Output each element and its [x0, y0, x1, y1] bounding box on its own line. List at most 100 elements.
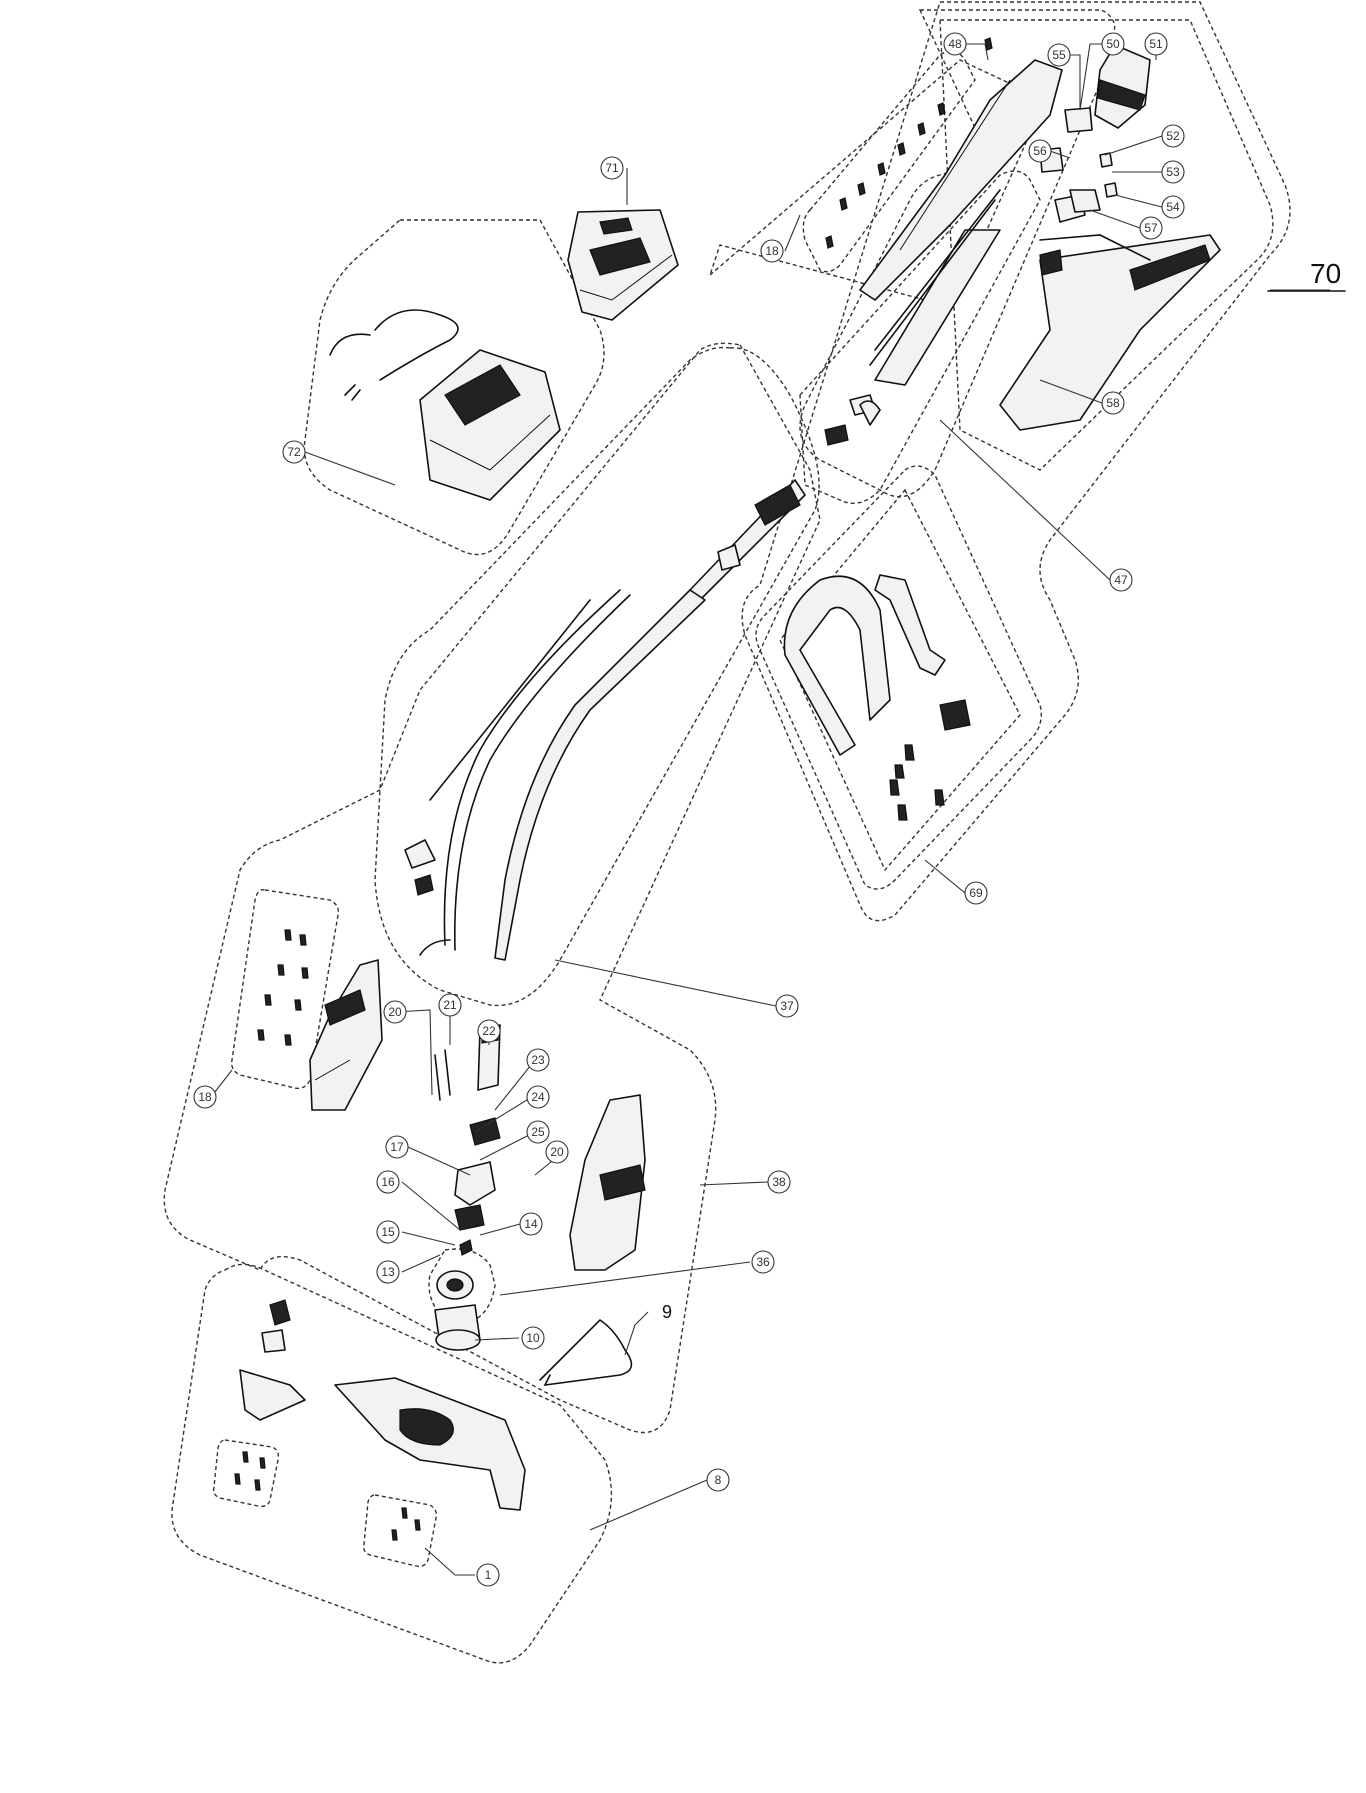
group-outline-main-housing — [163, 342, 821, 1434]
svg-text:54: 54 — [1166, 200, 1180, 214]
svg-text:9: 9 — [662, 1302, 672, 1322]
svg-text:13: 13 — [381, 1265, 395, 1279]
callout-54: 54 — [1161, 195, 1185, 219]
group-outline-screws-bottom-right — [362, 1494, 438, 1568]
svg-text:23: 23 — [531, 1053, 545, 1067]
callout-18-upper: 18 — [760, 239, 784, 263]
callout-15: 15 — [376, 1220, 400, 1244]
group-outline-lower-handle — [799, 9, 1116, 498]
group-outline-handle-assembly — [939, 19, 1274, 471]
callout-38: 38 — [767, 1170, 791, 1194]
callout-9: 9 — [662, 1302, 672, 1322]
group-outline-screws-18b — [230, 889, 340, 1090]
callout-56: 56 — [1028, 139, 1052, 163]
svg-text:37: 37 — [780, 999, 794, 1013]
svg-text:47: 47 — [1114, 573, 1128, 587]
svg-text:55: 55 — [1052, 48, 1066, 62]
callout-72: 72 — [282, 440, 306, 464]
svg-text:36: 36 — [756, 1255, 770, 1269]
upper-handle-housing — [859, 44, 1221, 431]
callout-52: 52 — [1161, 124, 1185, 148]
svg-text:10: 10 — [526, 1331, 540, 1345]
svg-text:53: 53 — [1166, 165, 1180, 179]
group-outline-charger — [303, 219, 605, 556]
callout-10: 10 — [521, 1326, 545, 1350]
edge-guide-wire — [539, 1318, 633, 1386]
svg-text:8: 8 — [715, 1473, 722, 1487]
group-outline-inner-shaft-parts — [799, 170, 1041, 504]
callout-22: 22 — [477, 1019, 501, 1043]
callout-55: 55 — [1047, 43, 1071, 67]
callout-37: 37 — [775, 994, 799, 1018]
callout-36: 36 — [751, 1250, 775, 1274]
svg-text:25: 25 — [531, 1125, 545, 1139]
callout-58: 58 — [1101, 391, 1125, 415]
bottom-guard — [239, 1299, 526, 1511]
svg-text:51: 51 — [1149, 37, 1163, 51]
callout-53: 53 — [1161, 160, 1185, 184]
callout-51: 51 — [1144, 32, 1168, 56]
battery-charger — [329, 309, 561, 501]
screws-set — [234, 37, 993, 1541]
svg-text:18: 18 — [198, 1090, 212, 1104]
side-handle — [783, 574, 971, 821]
battery-pack — [567, 209, 679, 321]
svg-text:52: 52 — [1166, 129, 1180, 143]
svg-text:17: 17 — [390, 1140, 404, 1154]
callout-50: 50 — [1101, 32, 1125, 56]
callout-69: 69 — [964, 881, 988, 905]
group-outline-side-handle-inner — [779, 488, 1021, 872]
svg-text:48: 48 — [948, 37, 962, 51]
svg-text:69: 69 — [969, 886, 983, 900]
svg-text:58: 58 — [1106, 396, 1120, 410]
svg-text:38: 38 — [772, 1175, 786, 1189]
group-outline-shaft — [374, 346, 820, 1007]
callout-13: 13 — [376, 1260, 400, 1284]
callout-23: 23 — [526, 1048, 550, 1072]
group-outline-screws-bottom-left — [212, 1439, 280, 1508]
inner-shaft-parts — [824, 189, 1151, 446]
callout-1: 1 — [476, 1563, 500, 1587]
callout-16: 16 — [376, 1170, 400, 1194]
callout-25: 25 — [526, 1120, 550, 1144]
motor-components — [434, 1024, 501, 1256]
svg-text:71: 71 — [605, 161, 619, 175]
svg-text:14: 14 — [524, 1217, 538, 1231]
svg-text:20: 20 — [388, 1005, 402, 1019]
group-outline-screws-18a — [802, 50, 976, 273]
callout-47: 47 — [1109, 568, 1133, 592]
svg-text:24: 24 — [531, 1090, 545, 1104]
group-outline-top-right — [741, 1, 1291, 922]
svg-text:50: 50 — [1106, 37, 1120, 51]
svg-text:16: 16 — [381, 1175, 395, 1189]
callout-20-lower: 20 — [545, 1140, 569, 1164]
callout-17: 17 — [385, 1135, 409, 1159]
svg-text:21: 21 — [443, 998, 457, 1012]
svg-text:20: 20 — [550, 1145, 564, 1159]
svg-text:72: 72 — [287, 445, 301, 459]
svg-text:57: 57 — [1144, 221, 1158, 235]
spool-head — [434, 1270, 481, 1351]
svg-text:18: 18 — [765, 244, 779, 258]
group-outline-bottom-guard — [171, 1263, 613, 1664]
group-outline-clutch — [428, 1248, 496, 1326]
motor-housing-left — [309, 959, 383, 1111]
motor-housing-right — [569, 1094, 646, 1271]
svg-text:56: 56 — [1033, 144, 1047, 158]
callout-48: 48 — [943, 32, 967, 56]
callout-18-lower: 18 — [193, 1085, 217, 1109]
group-outline-side-handle — [755, 465, 1042, 890]
callout-21: 21 — [438, 993, 462, 1017]
callout-bubbles: 48 55 50 51 52 56 53 54 57 71 18 58 72 4… — [193, 32, 1185, 1587]
callout-14: 14 — [519, 1212, 543, 1236]
svg-text:15: 15 — [381, 1225, 395, 1239]
shaft-tube — [404, 479, 806, 961]
group-outline-handle-grip-detail — [708, 59, 1046, 304]
callout-71: 71 — [600, 156, 624, 180]
callout-24: 24 — [526, 1085, 550, 1109]
callout-57: 57 — [1139, 216, 1163, 240]
svg-text:22: 22 — [482, 1024, 496, 1038]
assembly-label: 70 — [1310, 258, 1341, 289]
callout-8: 8 — [706, 1468, 730, 1492]
